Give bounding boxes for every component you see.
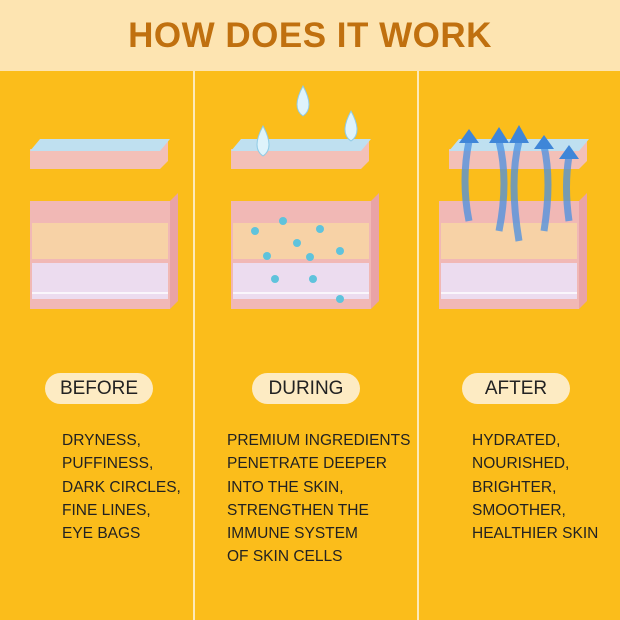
water-drop-icon bbox=[296, 84, 310, 117]
rising-vapor-arrows-icon bbox=[461, 140, 573, 242]
after-description: HYDRATED,NOURISHED,BRIGHTER,SMOOTHER,HEA… bbox=[472, 432, 599, 543]
column-divider bbox=[417, 71, 419, 620]
pill-before: BEFORE bbox=[45, 373, 153, 404]
page-title: HOW DOES IT WORK bbox=[128, 15, 492, 55]
pill-after: AFTER bbox=[462, 373, 570, 404]
column-before: BEFORE DRYNESS,PUFFINESS,DARK CIRCLES,FI… bbox=[0, 71, 193, 620]
column-after: AFTER HYDRATED,NOURISHED,BRIGHTER,SMOOTH… bbox=[419, 71, 620, 620]
before-description: DRYNESS,PUFFINESS,DARK CIRCLES,FINE LINE… bbox=[62, 432, 181, 543]
column-divider bbox=[193, 71, 195, 620]
skin-during-illustration bbox=[230, 84, 380, 310]
header-band: HOW DOES IT WORK bbox=[0, 0, 620, 71]
skin-before-illustration bbox=[29, 139, 179, 310]
pill-during: DURING bbox=[252, 373, 360, 404]
water-drop-icon bbox=[344, 109, 358, 142]
skin-after-illustration bbox=[438, 125, 589, 310]
water-drop-icon bbox=[256, 124, 270, 157]
